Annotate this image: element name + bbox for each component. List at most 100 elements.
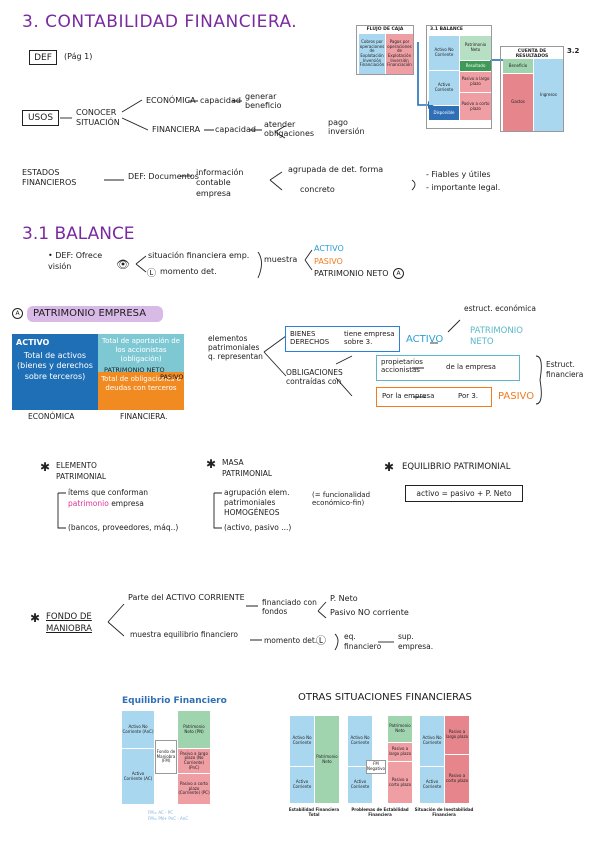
fondo-b: muestra equilibrio financiero (130, 630, 239, 639)
elemento-b: (bancos, proveedores, máq..) (68, 523, 179, 532)
eq-fin-plp: Pasivo a largo plazo (No Corriente) (PnC… (178, 749, 210, 773)
c2-plp: Pasivo a largo plazo (388, 743, 412, 761)
elemento-title: ELEMENTO PATRIMONIAL (56, 461, 107, 482)
c2-pcp: Pasivo a corto plazo (388, 762, 412, 803)
cr-beneficio: Beneficio (503, 59, 533, 73)
star-icon: ✱ (384, 460, 395, 474)
c3-plp: Pasivo a largo plazo (445, 716, 469, 754)
balance-pcp: Pasivo a corto plazo (460, 93, 491, 120)
patrimonio-highlight (27, 306, 163, 322)
pasivo-body: Total de obligaciones o deudas con terce… (101, 375, 181, 393)
prop-box (376, 355, 520, 381)
eq-fin-ac: Activo Corriente (AC) (122, 749, 154, 804)
elemento-a: ítems que conforman (68, 488, 149, 497)
usos-fin-cap: capacidad (215, 125, 256, 134)
clock-icon: Ⓛ (147, 269, 157, 279)
masa-b: (activo, pasivo ...) (224, 523, 292, 532)
elementos-activo: ACTIVO (406, 334, 444, 345)
eq-fin-title: Equilibrio Financiero (122, 696, 227, 706)
estados-def: DEF: Documentos (128, 172, 199, 181)
cr-gastos: Gastos (503, 74, 533, 131)
bienes-box (285, 326, 400, 352)
usos-eco-result: generar beneficio (245, 92, 282, 111)
emp-b: Por 3. (458, 392, 479, 400)
usos-eco: ECONÓMICA (146, 96, 196, 105)
flujo-title: FLUJO DE CAJA (366, 27, 404, 32)
elementos-label: elementos patrimoniales q. representan (208, 334, 263, 361)
fondo-b-d: sup. empresa. (398, 632, 434, 651)
equilibrio-title: EQUILIBRIO PATRIMONIAL (402, 462, 511, 472)
elementos-pasivo: PASIVO (498, 391, 535, 402)
balance-def-b: momento det. (160, 267, 217, 276)
balance-activo: ACTIVO (314, 244, 344, 253)
flujo-caja-diagram: FLUJO DE CAJA Cobros por operaciones de … (356, 25, 414, 75)
star-icon: ✱ (206, 457, 217, 471)
pasivo-label: PASIVO (160, 373, 184, 381)
prop-label: propietarios accionistas (381, 358, 423, 375)
c1-ac: Activo Corriente (290, 767, 314, 803)
c2-fm: FM Negativo (366, 760, 386, 774)
usos-node: CONOCER SITUACIÓN (76, 108, 120, 127)
bienes-label: BIENES DERECHOS (290, 330, 330, 347)
balance-section-title: 3.1 BALANCE (22, 224, 135, 244)
flujo-cobros: Cobros por operaciones de Explotación In… (359, 34, 385, 74)
balance-muestra: muestra (264, 255, 298, 264)
patrimonio-circle: A (12, 308, 23, 319)
c2-pn: Patrimonio Neto (388, 716, 412, 742)
fondo-a-b: financiado con fondos (262, 598, 317, 616)
fondo-b-c: eq. financiero (344, 632, 382, 651)
pn-body: Total de aportación de los accionistas (… (102, 337, 180, 363)
star-icon: ✱ (40, 460, 51, 474)
estados-label: ESTADOS FINANCIEROS (22, 168, 77, 188)
fondo-b-b: momento det. (264, 636, 318, 645)
usos-fin-a: atender obligaciones (264, 120, 315, 139)
usos-box: USOS (22, 110, 59, 126)
c3-pcp: Pasivo a corto plazo (445, 755, 469, 803)
bienes-b: tiene empresa sobre 3. (344, 330, 395, 347)
c2-anc: Activo No Corriente (348, 716, 372, 766)
c1-label: Estabilidad Financiera Total (288, 807, 340, 817)
balance-pn: Patrimonio Neto (460, 36, 491, 60)
estados-info: información contable empresa (196, 168, 244, 198)
c1-pn: Patrimonio Neto (315, 716, 339, 803)
cuenta-resultados-diagram: CUENTA DE RESULTADOS Beneficio Gastos In… (500, 46, 564, 132)
equilibrio-formula: activo = pasivo + P. Neto (405, 485, 523, 502)
estados-c: - Fiables y útiles (426, 170, 491, 179)
fondo-a: Parte del ACTIVO CORRIENTE (128, 593, 245, 602)
eq-fin-anc: Activo No Corriente (AnC) (122, 711, 154, 748)
emp-box (376, 387, 492, 407)
eq-fin-pn: Patrimonio Neto (PN) (178, 711, 210, 748)
patrimonio-pasivo-block: Total de obligaciones o deudas con terce… (98, 372, 184, 410)
pn-label: PATRIMONIO NETO (104, 366, 165, 374)
balance-pasivo: PASIVO (314, 257, 343, 266)
balance-disponible: Disponible (429, 106, 459, 120)
patrimonio-title: PATRIMONIO EMPRESA (33, 308, 147, 319)
estados-a: agrupada de det. forma (288, 165, 384, 174)
flujo-pagos: Pagos por operaciones de Explotación Inv… (386, 34, 413, 74)
estados-d: - importante legal. (426, 183, 501, 192)
elemento-a-pink: patrimonio (68, 499, 109, 508)
balance-resultado: Resultado (460, 61, 491, 71)
usos-fin-b: pago inversión (328, 118, 365, 137)
eq-fin-f2: FM= PN+ PnC - AnC (148, 816, 189, 821)
usos-fin: FINANCIERA (152, 125, 201, 134)
cr-num: 3.2 (567, 47, 580, 55)
cr-title: CUENTA DE RESULTADOS (515, 49, 549, 59)
c1-anc: Activo No Corriente (290, 716, 314, 766)
otras-title: OTRAS SITUACIONES FINANCIERAS (298, 692, 472, 703)
elementos-pn: PATRIMONIO NETO (470, 326, 523, 348)
c3-anc: Activo No Corriente (420, 716, 444, 766)
c2-label: Problemas de Estabilidad Financiera (351, 807, 409, 817)
balance-title: BALANCE (439, 27, 463, 32)
eq-fin-fm: Fondo de Maniobra (FM) (155, 740, 177, 774)
patrimonio-activo-block: ACTIVO Total de activos (bienes y derech… (12, 334, 98, 410)
balance-diagram: 3.1 BALANCE Activo No Corriente Activo C… (426, 25, 492, 129)
clock-icon: Ⓛ (316, 636, 326, 647)
oblig-label: OBLIGACIONES contraídas con (286, 368, 343, 386)
cr-ingresos: Ingresos (534, 59, 563, 131)
star-icon: ✱ (30, 611, 41, 625)
estructura-financiera: FINANCIERA. (120, 412, 168, 421)
section-title: 3. CONTABILIDAD FINANCIERA. (22, 12, 298, 32)
eq-fin-f1: FM= AC - PC (148, 810, 174, 815)
circle-a-marker: A (393, 268, 404, 279)
